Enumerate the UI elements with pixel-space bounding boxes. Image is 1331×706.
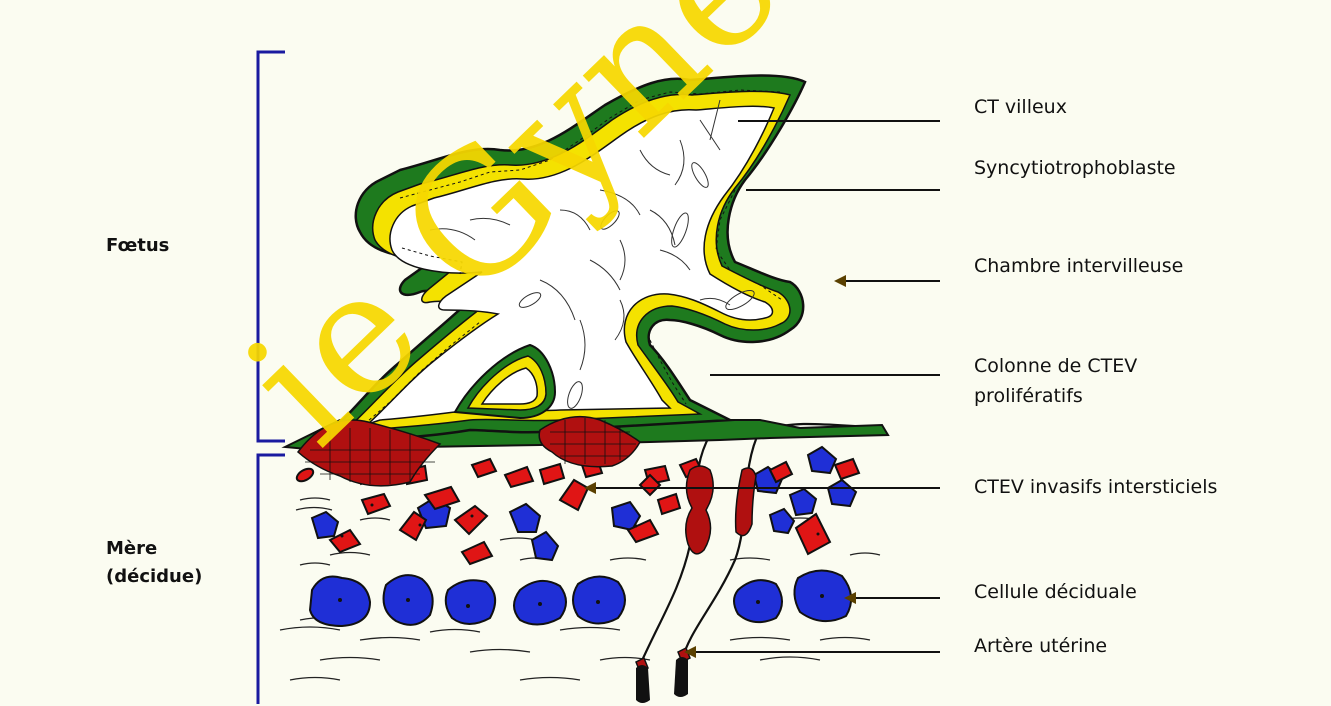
ctev-invasifs-label: CTEV invasifs intersticiels — [974, 473, 1217, 501]
artere-uterine-label: Artère utérine — [974, 632, 1107, 660]
artery-ctev — [636, 466, 756, 672]
ct-villeux-label: CT villeux — [974, 93, 1067, 121]
mere-bracket — [258, 455, 285, 704]
colonne-ctev-label-line2: prolifératifs — [974, 382, 1083, 410]
colonne-ctev-label-line1: Colonne de CTEV — [974, 352, 1137, 380]
decidual-cells — [310, 570, 851, 626]
foetus-bracket — [258, 52, 285, 441]
chambre-intervilleuse-label: Chambre intervilleuse — [974, 252, 1183, 280]
decidue-label: (décidue) — [106, 563, 202, 591]
cellule-deciduale-label: Cellule déciduale — [974, 578, 1137, 606]
mere-label: Mère — [106, 535, 157, 563]
foetus-label: Fœtus — [106, 232, 169, 260]
syncytiotrophoblaste-label: Syncytiotrophoblaste — [974, 154, 1176, 182]
villus-syncytio — [330, 76, 805, 440]
